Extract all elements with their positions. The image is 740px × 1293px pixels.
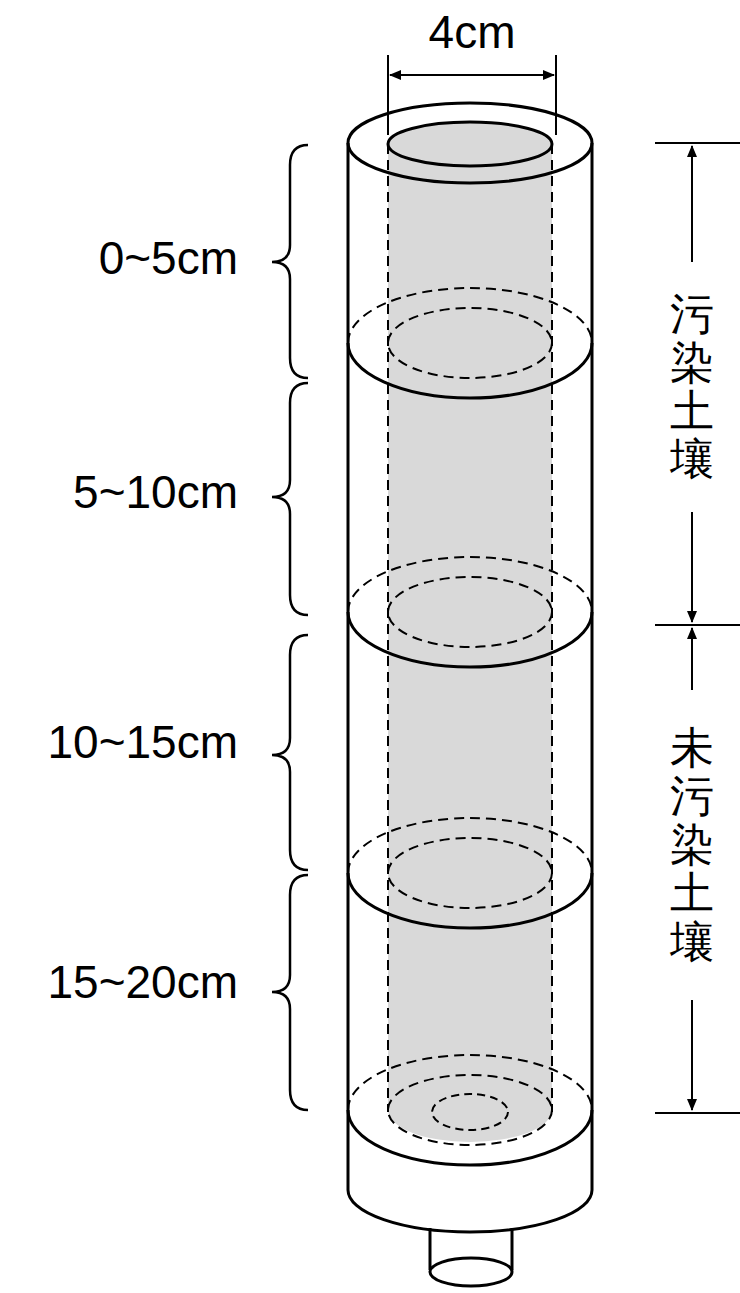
depth-label: 0~5cm: [99, 235, 238, 281]
zone-label: 污染土壤: [670, 290, 714, 484]
depth-label: 5~10cm: [73, 469, 238, 515]
width-dimension: 4cm: [429, 9, 516, 55]
depth-label: 10~15cm: [47, 719, 238, 765]
depth-label: 15~20cm: [47, 959, 238, 1005]
zone-label: 未污染土壤: [670, 724, 714, 966]
